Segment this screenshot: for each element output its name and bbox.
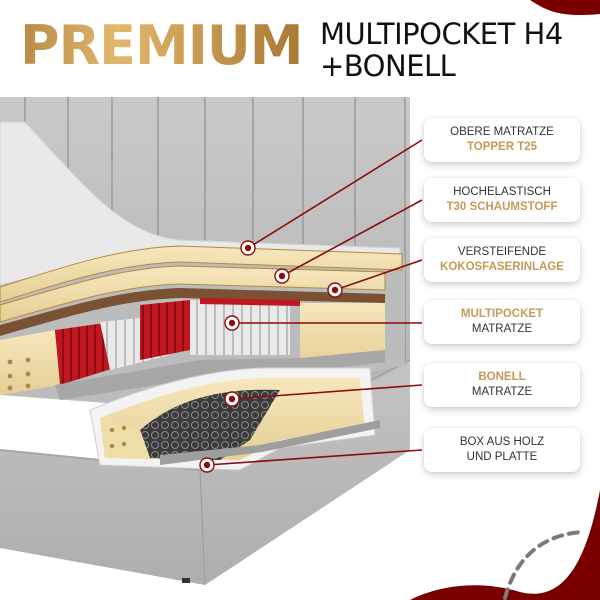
product-name-line2: +BONELL — [320, 49, 456, 83]
title-premium: PREMIUM — [20, 14, 303, 77]
layer-markers — [199, 240, 343, 473]
label-coconut: VERSTEIFENDE KOKOSFASERINLAGE — [424, 238, 580, 282]
label-bonell: BONELL MATRATZE — [424, 363, 580, 407]
label-topper-line2: TOPPER T25 — [466, 141, 538, 153]
label-multipocket-line2: MATRATZE — [471, 323, 533, 335]
label-topper: OBERE MATRATZE TOPPER T25 — [424, 118, 580, 162]
label-box-line2: UND PLATTE — [466, 451, 538, 463]
label-bonell-line1: BONELL — [478, 371, 526, 383]
label-t30-line1: HOCHELASTISCH — [453, 186, 551, 198]
decorative-wave-top — [530, 0, 600, 16]
label-coconut-line1: VERSTEIFENDE — [457, 246, 547, 258]
product-name: MULTIPOCKET H4 +BONELL — [320, 18, 563, 82]
label-coconut-line2: KOKOSFASERINLAGE — [440, 261, 564, 273]
product-name-line1: MULTIPOCKET H4 — [320, 17, 563, 51]
label-topper-line1: OBERE MATRATZE — [450, 126, 554, 138]
label-multipocket: MULTIPOCKET MATRATZE — [424, 300, 580, 344]
decorative-wave-bottom — [410, 490, 600, 600]
label-multipocket-line1: MULTIPOCKET — [460, 308, 544, 320]
label-t30-foam: HOCHELASTISCH T30 SCHAUMSTOFF — [424, 178, 580, 222]
label-bonell-line2: MATRATZE — [471, 386, 533, 398]
label-box-line1: BOX AUS HOLZ — [459, 436, 545, 448]
label-box: BOX AUS HOLZ UND PLATTE — [424, 428, 580, 472]
label-t30-line2: T30 SCHAUMSTOFF — [446, 201, 558, 213]
